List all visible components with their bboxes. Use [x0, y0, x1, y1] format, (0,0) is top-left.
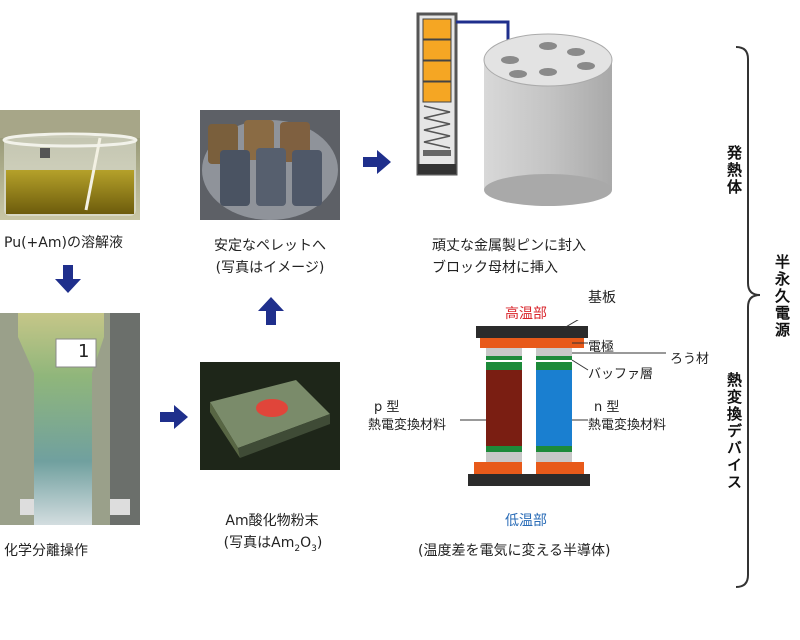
- buffer-layer-label: バッファ層: [588, 367, 654, 382]
- thermoelectric-device-diagram: [460, 320, 666, 486]
- pin-caption-1: 頑丈な金属製ピンに封入: [432, 238, 586, 254]
- am-oxide-caption-1: Am酸化物粉末: [225, 513, 319, 529]
- chem-separation-photo: 1: [0, 313, 140, 525]
- down-arrow-icon: [55, 265, 81, 293]
- low-temp-label: 低温部: [505, 513, 547, 529]
- chem-separation-caption: 化学分離操作: [4, 543, 88, 559]
- up-arrow-icon: [258, 297, 284, 325]
- right-arrow-icon: [363, 150, 391, 174]
- oxide-subscript-2: 2: [294, 543, 301, 554]
- brace-right: [735, 46, 761, 588]
- am-oxide-photo: [200, 362, 340, 470]
- pellet-caption-1: 安定なペレットへ: [214, 238, 326, 254]
- thermo-device-label: 熱変換デバイス: [725, 372, 743, 491]
- oxide-formula-o: O: [300, 535, 312, 551]
- right-arrow-icon: [160, 405, 188, 429]
- oxide-formula-prefix: (写真はAm: [223, 535, 295, 551]
- substrate-label: 基板: [588, 290, 616, 306]
- pellet-caption-2: (写真はイメージ): [215, 260, 325, 276]
- pin-block-illustration: [416, 12, 613, 206]
- high-temp-label: 高温部: [505, 306, 547, 322]
- pin-caption-2: ブロック母材に挿入: [432, 260, 558, 276]
- semi-permanent-power-label: 半永久電源: [773, 254, 791, 339]
- heat-source-label: 発熱体: [725, 145, 743, 196]
- p-type-label-2: 熱電変換材料: [368, 418, 447, 433]
- pu-solution-photo: [0, 110, 140, 220]
- pellets-photo: [200, 110, 340, 220]
- p-type-label-1: p 型: [374, 400, 400, 415]
- oxide-subscript-3: 3: [311, 543, 317, 554]
- solder-label: ろう材: [670, 352, 710, 367]
- semiconductor-caption: (温度差を電気に変える半導体): [418, 543, 611, 559]
- electrode-label: 電極: [588, 340, 615, 355]
- n-type-label-1: n 型: [594, 400, 620, 415]
- oxide-formula-suffix: ): [316, 535, 323, 551]
- n-type-label-2: 熱電変換材料: [588, 418, 667, 433]
- am-oxide-caption-2: (写真はAm2O3): [210, 532, 336, 554]
- pu-solution-caption: Pu(+Am)の溶解液: [4, 235, 123, 251]
- tube-number-label: 1: [78, 341, 90, 362]
